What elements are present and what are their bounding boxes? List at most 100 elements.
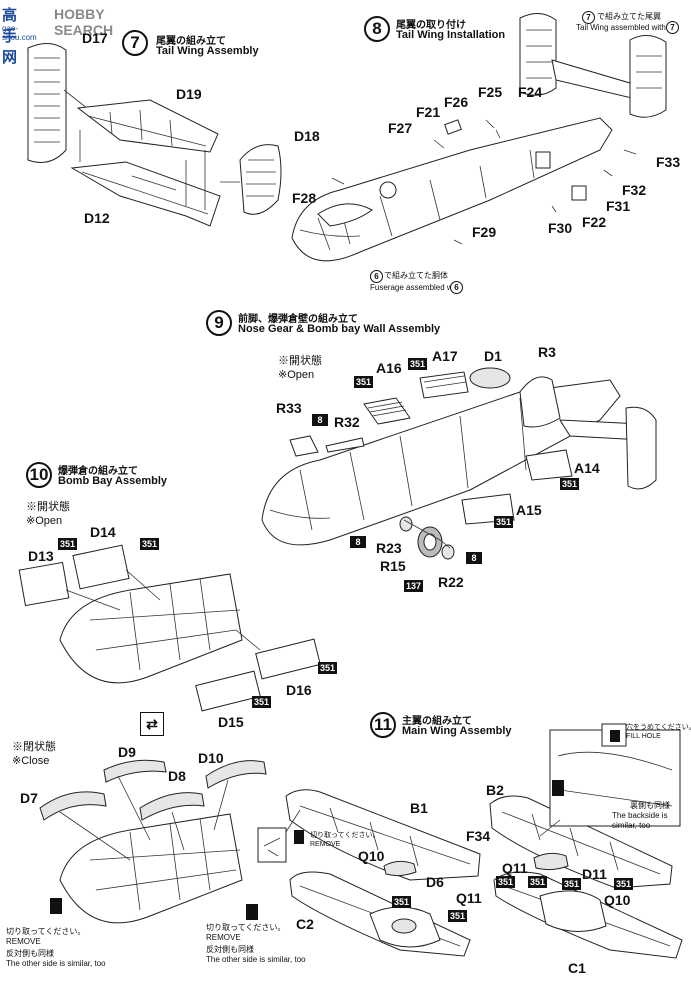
paint-code-r23: 8 — [350, 536, 366, 548]
part-f27: F27 — [388, 120, 413, 136]
paint-code-wing-right: 351 — [528, 876, 548, 888]
step-8-fuselage-ref-2: 6 — [450, 281, 463, 294]
part-d11: D11 — [582, 866, 607, 882]
part-d17: D17 — [82, 30, 108, 46]
part-a17: A17 — [432, 348, 458, 364]
part-d19: D19 — [176, 86, 202, 102]
part-c1: C1 — [568, 960, 586, 976]
paint-code-d11: 351 — [562, 878, 582, 890]
part-r33: R33 — [276, 400, 302, 416]
part-d15: D15 — [218, 714, 244, 730]
part-f34: F34 — [466, 828, 491, 844]
part-f33: F33 — [656, 154, 681, 170]
part-q11: Q11 — [456, 890, 482, 906]
note-other-en-1: The other side is similar, too — [6, 959, 106, 968]
bomb-bay-closed — [59, 813, 243, 924]
part-q11-right: Q11 — [502, 860, 528, 876]
part-f21: F21 — [416, 104, 441, 120]
paint-code-d15: 351 — [252, 696, 272, 708]
part-r15: R15 — [380, 558, 406, 574]
part-f26: F26 — [444, 94, 469, 110]
part-d1: D1 — [484, 348, 502, 364]
note-cut-en-3: REMOVE — [310, 841, 341, 848]
wing-left — [285, 789, 481, 957]
part-a14: A14 — [574, 460, 600, 476]
swap-arrows-icon: ⇄ — [140, 712, 164, 736]
part-a16: A16 — [376, 360, 402, 376]
note-back-en-1: The backside is — [612, 811, 668, 820]
cut-knife-icon — [50, 898, 62, 914]
step-7-title-en: Tail Wing Assembly — [156, 45, 259, 57]
note-other-jp-1: 反対側も同様 — [6, 949, 54, 958]
step-10-close-en: ※Close — [12, 755, 50, 767]
wing-right — [489, 795, 683, 959]
paint-code-r15: 137 — [404, 580, 424, 592]
step-9-title-jp: 前脚、爆弾倉壁の組み立て — [238, 314, 358, 325]
part-f30: F30 — [548, 220, 573, 236]
part-r22: R22 — [438, 574, 464, 590]
tail-fin-d18 — [239, 144, 282, 215]
step-8-note-en: Tail Wing assembled with — [576, 23, 666, 32]
paint-code-r33: 8 — [312, 414, 328, 426]
step-8-number: 8 — [364, 16, 390, 42]
paint-code-r22: 8 — [466, 552, 482, 564]
fuselage-step9 — [261, 376, 657, 546]
part-b1: B1 — [410, 800, 428, 816]
tail-assembly-step8 — [519, 13, 667, 118]
paint-code-q11: 351 — [448, 910, 468, 922]
note-cut-jp-1: 切り取ってください。 — [6, 927, 86, 936]
part-a15: A15 — [516, 502, 542, 518]
note-cut-en-1: REMOVE — [6, 937, 41, 946]
part-d18: D18 — [294, 128, 320, 144]
step-7-title-jp: 尾翼の組み立て — [156, 36, 226, 47]
note-cut-en-2: REMOVE — [206, 933, 241, 942]
step-11-title-jp: 主翼の組み立て — [402, 716, 472, 727]
step-10-open-en: ※Open — [26, 515, 63, 527]
step-9-number: 9 — [206, 310, 232, 336]
step-10-title-en: Bomb Bay Assembly — [58, 475, 168, 487]
note-cut-jp-2: 切り取ってください。 — [206, 923, 286, 932]
part-f32: F32 — [622, 182, 647, 198]
paint-code-d14: 351 — [140, 538, 160, 550]
step-11-title-en: Main Wing Assembly — [402, 725, 512, 737]
watermark-brand: HOBBY SEARCH — [54, 6, 114, 38]
step-8-fuselage-en: Fuserage assembled with — [370, 283, 462, 292]
cut-knife-icon-3 — [294, 830, 304, 844]
note-other-jp-2: 反対側も同様 — [206, 945, 254, 954]
fill-hole-icon — [610, 730, 620, 742]
paint-code-q11-right: 351 — [496, 876, 516, 888]
part-q10-right: Q10 — [604, 892, 631, 908]
cut-knife-icon-4 — [552, 780, 564, 796]
part-d13: D13 — [28, 548, 54, 564]
part-d12: D12 — [84, 210, 110, 226]
step-8-title-en: Tail Wing Installation — [396, 29, 506, 41]
part-d8: D8 — [168, 768, 186, 784]
step-8-fuselage-jp: で組み立てた胴体 — [384, 271, 448, 280]
part-r32: R32 — [334, 414, 360, 430]
part-f22: F22 — [582, 214, 607, 230]
step-8-title-jp: 尾翼の取り付け — [396, 20, 466, 31]
paint-code-d6: 351 — [392, 896, 412, 908]
stabilizer-d12 — [70, 161, 221, 227]
part-f25: F25 — [478, 84, 503, 100]
stabilizer-d19 — [76, 99, 219, 153]
part-b2: B2 — [486, 782, 504, 798]
note-fill-en: FILL HOLE — [626, 733, 661, 740]
note-back-en-2: similar, too — [612, 821, 651, 830]
part-d14: D14 — [90, 524, 116, 540]
step-10-title-jp: 爆弾倉の組み立て — [58, 466, 138, 477]
paint-code-a16: 351 — [354, 376, 374, 388]
bomb-bay-open — [59, 573, 243, 684]
step-10-number: 10 — [26, 462, 52, 488]
part-f29: F29 — [472, 224, 497, 240]
step-9-title-en: Nose Gear & Bomb bay Wall Assembly — [238, 323, 441, 335]
paint-code-d16: 351 — [318, 662, 338, 674]
part-d6: D6 — [426, 874, 444, 890]
part-f28: F28 — [292, 190, 317, 206]
step-8-note-step-ref-2: 7 — [666, 21, 679, 34]
part-c2: C2 — [296, 916, 314, 932]
note-cut-jp-3: 切り取ってください。 — [310, 832, 380, 839]
part-r3: R3 — [538, 344, 556, 360]
watermark-logo: 高手网 — [2, 7, 18, 66]
